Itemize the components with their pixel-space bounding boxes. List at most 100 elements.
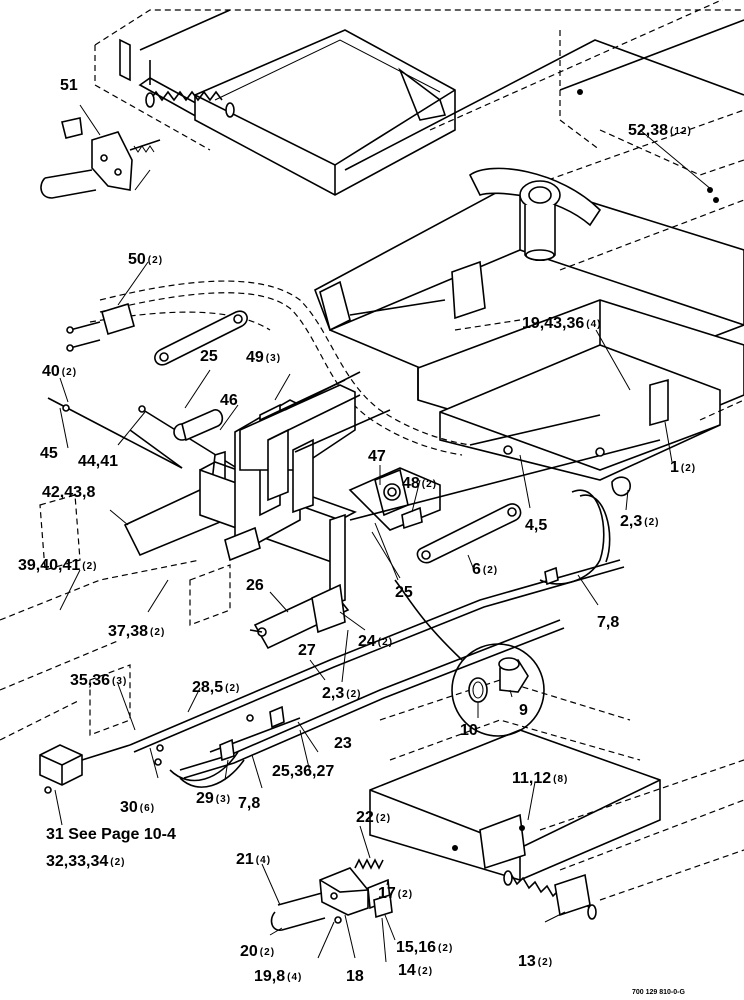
callout-quantity: (2) [644,517,659,528]
callout-number: 25 [395,584,413,601]
callout-1: 1(2) [670,459,696,476]
callout-number: 19,43,36 [522,315,584,332]
callout-number: 15,16 [396,939,436,956]
callout-24: 24(2) [358,633,393,650]
cable-clips [154,566,559,766]
callout-39: 39,40,41(2) [18,557,98,574]
callout-quantity: (3) [216,794,231,805]
callout-number: 9 [519,702,528,719]
callout-23b: 2,3(2) [322,685,361,702]
tie-rod [349,414,661,585]
callout-number: 25 [200,348,218,365]
callout-10: 10 [460,722,478,739]
lower-spring [503,870,597,920]
rods [47,397,241,471]
callout-28: 28,5(2) [192,679,240,696]
callout-quantity: (2) [225,683,240,694]
callout-6: 6(2) [472,561,498,578]
callout-45: 45 [40,445,58,462]
callout-42: 42,43,8 [42,484,95,501]
control-box [39,744,131,794]
callout-quantity: (3) [266,353,281,364]
callout-quantity: (2) [82,561,97,572]
callout-number: 2,3 [620,513,642,530]
link-bar-upper [154,310,248,366]
callout-number: 46 [220,392,238,409]
callout-number: 32,33,34 [46,853,108,870]
callout-number: 30 [120,799,138,816]
callout-number: 44,41 [78,453,118,470]
callout-number: 47 [368,448,386,465]
callout-9: 9 [519,702,528,719]
callout-quantity: (2) [148,255,163,266]
valve-47 [348,467,441,531]
callout-number: 19,8 [254,968,285,985]
callout-number: 35,36 [70,672,110,689]
callout-45b: 4,5 [525,517,547,534]
callout-quantity: (2) [681,463,696,474]
callout-quantity: (6) [140,803,155,814]
callout-quantity: (2) [110,857,125,868]
callout-22: 22(2) [356,809,391,826]
callout-78b: 7,8 [238,795,260,812]
callout-quantity: (2) [376,813,391,824]
callout-number: 40 [42,363,60,380]
callout-46: 46 [220,392,238,409]
shields [239,371,391,514]
callout-number: 31 See Page 10-4 [46,826,176,843]
callout-number: 4,5 [525,517,547,534]
callout-31: 31 See Page 10-4 [46,826,176,843]
callout-number: 29 [196,790,214,807]
callout-14: 14(2) [398,962,433,979]
pivot-cylinder [468,89,719,262]
callout-47: 47 [368,448,386,465]
callout-number: 28,5 [192,679,223,696]
callout-number: 21 [236,851,254,868]
callout-quantity: (2) [422,479,437,490]
callout-quantity: (4) [586,319,601,330]
callout-number: 42,43,8 [42,484,95,501]
latch-assembly-top [40,117,161,199]
callout-number: 25,36,27 [272,763,334,780]
callout-18: 18 [346,968,364,985]
callout-number: 14 [398,962,416,979]
callout-11: 11,12(8) [512,770,568,787]
callout-21: 21(4) [236,851,271,868]
callout-30: 30(6) [120,799,155,816]
callout-48: 48(2) [402,475,437,492]
callout-50: 50(2) [128,251,163,268]
callout-44: 44,41 [78,453,118,470]
callout-23: 23 [334,735,352,752]
callout-number: 48 [402,475,420,492]
callout-number: 45 [40,445,58,462]
callout-15: 15,16(2) [396,939,453,956]
callout-number: 10 [460,722,478,739]
callout-quantity: (2) [438,943,453,954]
callout-37: 37,38(2) [108,623,165,640]
callout-25b: 25 [395,584,413,601]
callout-number: 27 [298,642,316,659]
callout-quantity: (2) [418,966,433,977]
callout-quantity: (2) [538,957,553,968]
lower-bracket-26 [249,583,350,650]
callout-13: 13(2) [518,953,553,970]
callout-number: 26 [246,577,264,594]
callout-number: 50 [128,251,146,268]
callout-quantity: (2) [398,889,413,900]
detail-circle [451,643,545,737]
callout-quantity: (8) [553,774,568,785]
callout-number: 7,8 [238,795,260,812]
callout-number: 6 [472,561,481,578]
callout-number: 49 [246,349,264,366]
callout-quantity: (2) [378,637,393,648]
upper-frame [94,0,744,196]
callout-29: 29(3) [196,790,231,807]
callout-quantity: (2) [62,367,77,378]
callout-number: 1 [670,459,679,476]
hose-bracket [66,302,135,352]
callout-25a: 25 [200,348,218,365]
detail-leader [394,579,463,661]
callout-quantity: (2) [346,689,361,700]
callout-number: 23 [334,735,352,752]
